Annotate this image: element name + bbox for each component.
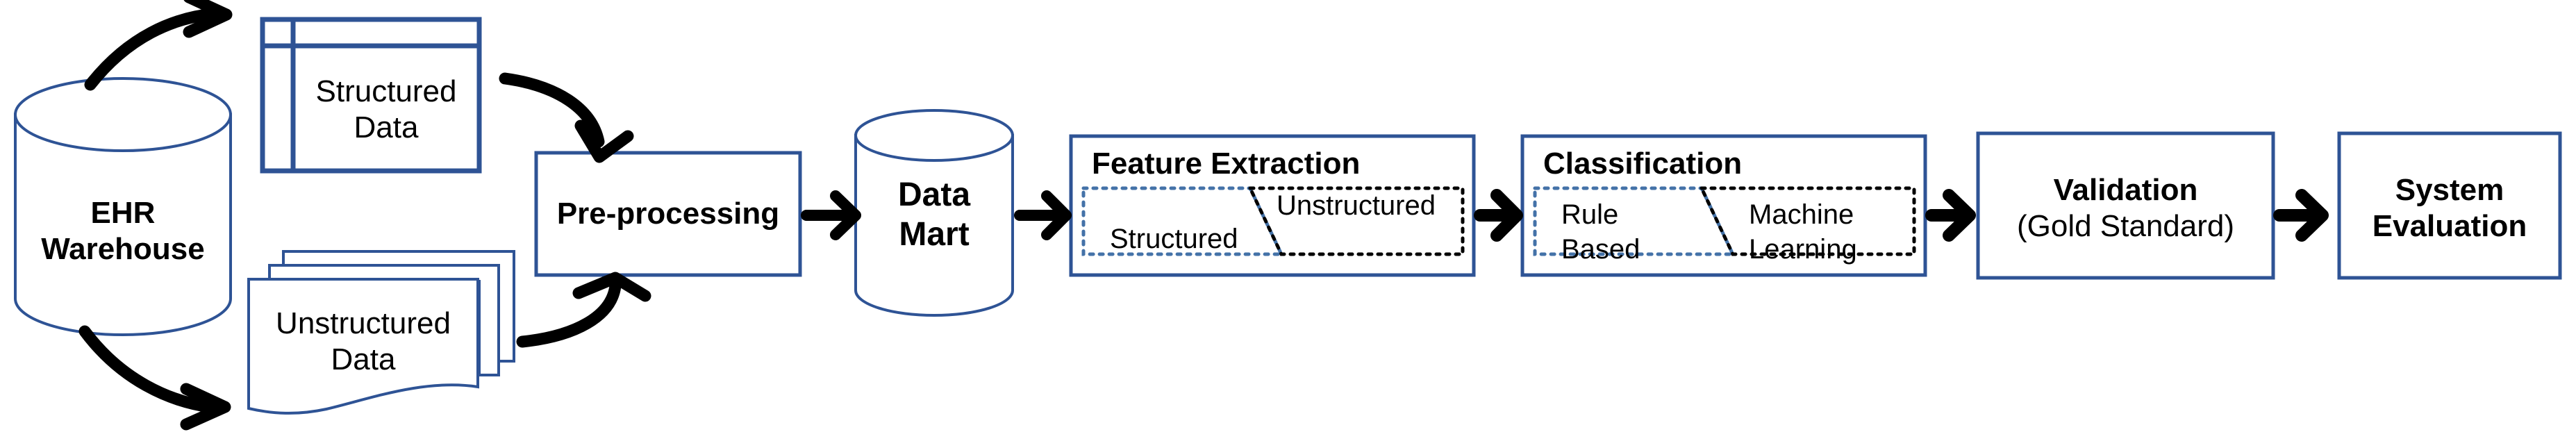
ehr-warehouse-shape[interactable] — [14, 77, 232, 336]
edge-ehr-to-structured-arrow — [84, 0, 233, 91]
edge-featureextraction-to-classification-arrow — [1474, 189, 1523, 242]
validation-node[interactable] — [1978, 133, 2273, 278]
classification-node[interactable] — [1522, 136, 1925, 275]
ehr-warehouse-node[interactable] — [15, 78, 231, 335]
unstructured-data-node[interactable] — [249, 251, 514, 415]
unstructured-data-shape[interactable] — [247, 250, 515, 415]
structured-data-shape[interactable] — [260, 17, 482, 174]
feature-extraction-shape[interactable] — [1069, 134, 1476, 277]
system-evaluation-node[interactable] — [2339, 133, 2560, 278]
system-evaluation-shape[interactable] — [2337, 131, 2562, 280]
edge-validation-to-systemevaluation-arrow — [2273, 189, 2329, 242]
edge-structured-to-preprocessing-arrow — [499, 72, 634, 163]
pre-processing-shape[interactable] — [534, 151, 802, 277]
edge-classification-to-validation-arrow — [1925, 189, 1976, 242]
classification-shape[interactable] — [1520, 134, 1927, 277]
edge-datamart-to-featureextraction-arrow — [1014, 190, 1072, 240]
edge-ehr-to-unstructured-arrow — [78, 325, 231, 431]
structured-data-node[interactable] — [263, 19, 479, 171]
edge-unstructured-to-preprocessing-arrow — [516, 272, 651, 348]
cl-rule-based-subbox[interactable] — [1533, 186, 1736, 256]
data-mart-node[interactable] — [856, 110, 1013, 315]
fe-structured-subbox[interactable] — [1081, 186, 1284, 256]
edge-preprocessing-to-datamart-arrow — [801, 190, 861, 240]
pre-processing-node[interactable] — [536, 153, 800, 275]
feature-extraction-node[interactable] — [1071, 136, 1474, 275]
data-mart-shape[interactable] — [854, 109, 1014, 317]
validation-shape[interactable] — [1976, 131, 2275, 280]
